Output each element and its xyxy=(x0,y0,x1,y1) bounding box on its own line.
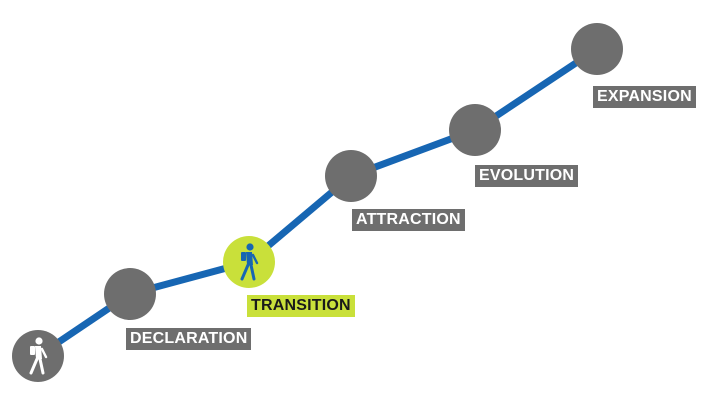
stage-node-declaration xyxy=(104,268,156,320)
stage-label-evolution: EVOLUTION xyxy=(475,165,579,187)
stage-label-declaration: DECLARATION xyxy=(126,328,252,350)
stage-node-expansion xyxy=(571,23,623,75)
stage-label-transition: TRANSITION xyxy=(247,295,355,317)
stage-node-attraction xyxy=(325,150,377,202)
stage-node-start xyxy=(12,330,64,382)
stage-label-attraction: ATTRACTION xyxy=(352,209,465,231)
stage-node-transition xyxy=(223,236,275,288)
stage-node-evolution xyxy=(449,104,501,156)
stage-label-expansion: EXPANSION xyxy=(593,86,696,108)
walker-icon xyxy=(29,337,48,375)
walker-icon xyxy=(240,243,259,281)
